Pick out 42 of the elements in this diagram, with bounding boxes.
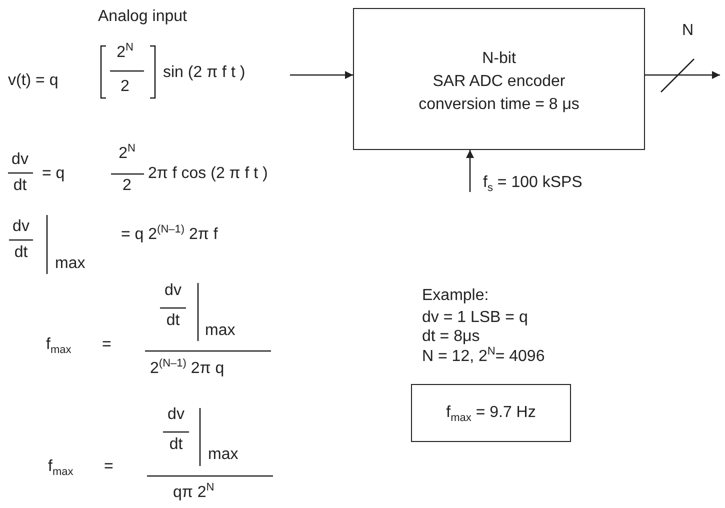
equation-term: = q bbox=[42, 165, 65, 184]
equation-term: dv bbox=[164, 282, 182, 300]
process-box bbox=[353, 8, 645, 150]
arrow bbox=[466, 150, 474, 192]
box-text: N-bit bbox=[482, 50, 516, 68]
equation-term: = bbox=[104, 458, 114, 476]
example-text: N = 12, 2$^{N}$= 4096 bbox=[422, 348, 545, 366]
edge-label: N bbox=[682, 22, 694, 40]
equation-term: dt bbox=[14, 244, 28, 262]
equation-term: 2$^{N}$ bbox=[118, 145, 136, 164]
equation-term: 2 bbox=[120, 78, 130, 96]
equation-term: 2 bbox=[122, 177, 132, 196]
example-text: dt = 8μs bbox=[422, 328, 480, 346]
equation-term: = bbox=[102, 336, 112, 354]
edge-label: f$_{s}$ = 100 kSPS bbox=[483, 174, 582, 192]
equation-term: dt bbox=[166, 312, 180, 330]
equation-term: = q 2$^{(N–1)}$ 2π f bbox=[121, 226, 218, 244]
box-text: conversion time = 8 μs bbox=[418, 96, 580, 114]
equation-term: dv bbox=[12, 151, 28, 170]
equation-term: 2$^{(N–1)}$ 2π q bbox=[150, 360, 224, 378]
equation-term: dt bbox=[13, 177, 27, 196]
equation-term: dv bbox=[168, 406, 184, 424]
equation-term: dt bbox=[169, 436, 183, 454]
equation-term: v(t) = q bbox=[8, 72, 58, 90]
equation-term: qπ 2$^{N}$ bbox=[173, 484, 214, 502]
arrow bbox=[645, 71, 720, 79]
equation-term: dv bbox=[12, 218, 30, 236]
equation-term: sin (2 π f t ) bbox=[163, 64, 246, 82]
box-text: SAR ADC encoder bbox=[432, 73, 566, 92]
equation-term: max bbox=[208, 446, 238, 464]
process-box bbox=[411, 384, 571, 442]
equation-term: f$_{max}$ bbox=[46, 336, 72, 354]
equation-term: max bbox=[55, 255, 86, 274]
equation-term: f$_{max}$ bbox=[48, 458, 74, 476]
equation-term: max bbox=[205, 322, 236, 340]
heading: Analog input bbox=[98, 8, 187, 26]
box-text: f$_{max}$ = 9.7 Hz bbox=[446, 404, 536, 422]
arrow bbox=[290, 71, 353, 79]
equation-term: 2$^{N}$ bbox=[116, 44, 134, 62]
example-text: Example: bbox=[422, 287, 489, 306]
equation-term: 2π f cos (2 π f t ) bbox=[148, 165, 268, 184]
example-text: dv = 1 LSB = q bbox=[422, 309, 528, 328]
